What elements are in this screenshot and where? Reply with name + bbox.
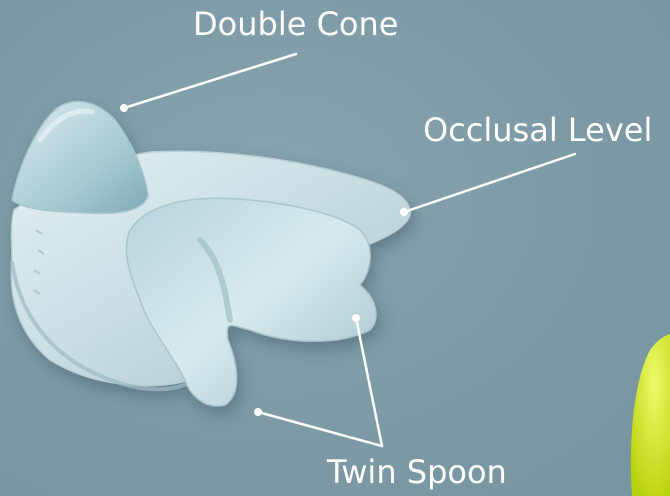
double-cone-leader <box>124 54 296 108</box>
occlusal-level-leader <box>404 154 575 212</box>
occlusal-level-dot <box>400 208 408 216</box>
double-cone <box>12 102 148 214</box>
double-cone-dot <box>120 104 128 112</box>
twin-spoon-dot-a <box>352 314 360 322</box>
occlusal-level-label: Occlusal Level <box>423 114 652 146</box>
twin-spoon-leader-a <box>356 318 382 446</box>
yellow-device-part <box>631 334 670 496</box>
twin-spoon-dot-b <box>254 408 262 416</box>
twin-spoon-label: Twin Spoon <box>327 456 507 488</box>
double-cone-label: Double Cone <box>193 8 398 40</box>
twin-spoon-leader-b <box>258 412 382 446</box>
